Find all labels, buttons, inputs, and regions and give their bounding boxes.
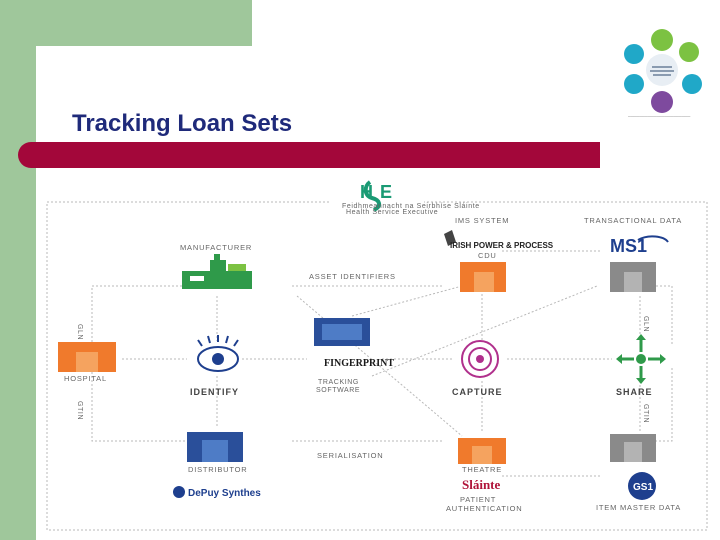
gtin-right-label: GTIN [642,404,649,423]
identify-label: IDENTIFY [190,387,239,397]
item-master-building-icon [610,434,656,462]
gln-right-label: GLN [642,316,649,332]
software-label: SOFTWARE [316,387,360,394]
hse-text-1: Feidhmeannacht na Seirbhíse Sláinte [342,203,480,210]
hospital-label: HOSPITAL [64,374,107,383]
svg-text:IRISH POWER & PROCESS: IRISH POWER & PROCESS [450,241,554,250]
serialisation-label: SERIALISATION [317,451,384,460]
manufacturer-factory-icon [182,254,252,289]
ms1-logo: MS1 [610,235,669,256]
flow-lines [91,250,673,477]
transactional-building-icon [610,262,656,292]
irish-power-logo: IRISH POWER & PROCESS [444,230,554,250]
depuy-synthes-logo: DePuy Synthes [173,486,261,499]
tracking-diagram: H E Feidhmeannacht na Seirbhíse Sláinte … [46,176,708,531]
svg-text:MS1: MS1 [610,236,647,256]
svg-text:H: H [360,182,373,202]
cdu-label: CDU [478,251,497,260]
title-underline-bar [18,142,600,168]
item-master-data-label: ITEM MASTER DATA [596,503,681,512]
hospital-building-icon [58,342,116,372]
slide-content-lower [36,170,720,540]
gln-left-label: GLN [76,324,83,340]
authentication-label: AUTHENTICATION [446,504,522,513]
program-wheel-badge [624,29,702,113]
hse-logo: H E [330,176,424,218]
slainte-logo: Sláinte [462,477,501,492]
patient-label: PATIENT [460,495,496,504]
gtin-left-label: GTIN [76,401,83,420]
ims-system-label: IMS SYSTEM [455,216,509,225]
identify-eye-icon [197,335,239,372]
left-green-strip [0,0,36,540]
share-label: SHARE [616,387,653,397]
cdu-building-icon [460,262,506,292]
badge-caption-line: ────────────────────── [628,114,691,119]
distributor-label: DISTRIBUTOR [188,465,248,474]
share-arrows-icon [616,334,666,384]
svg-text:GS1: GS1 [633,482,653,493]
tracking-software-icon [314,318,370,346]
theatre-label: THEATRE [462,465,502,474]
svg-text:DePuy Synthes: DePuy Synthes [188,488,261,499]
capture-target-icon [461,340,499,378]
capture-label: CAPTURE [452,387,503,397]
top-green-block [0,0,252,46]
distributor-building-icon [187,432,243,462]
hse-text-2: Health Service Executive [346,209,438,216]
fingerprint-logo: FINGERPRINT [324,358,394,369]
theatre-building-icon [458,438,506,464]
asset-identifiers-label: ASSET IDENTIFIERS [309,272,396,281]
gs1-logo: GS1 [628,472,656,500]
manufacturer-label: MANUFACTURER [180,243,252,252]
tracking-label: TRACKING [318,379,359,386]
transactional-data-label: TRANSACTIONAL DATA [584,216,682,225]
slide-title: Tracking Loan Sets [72,110,293,137]
svg-text:E: E [380,182,392,202]
